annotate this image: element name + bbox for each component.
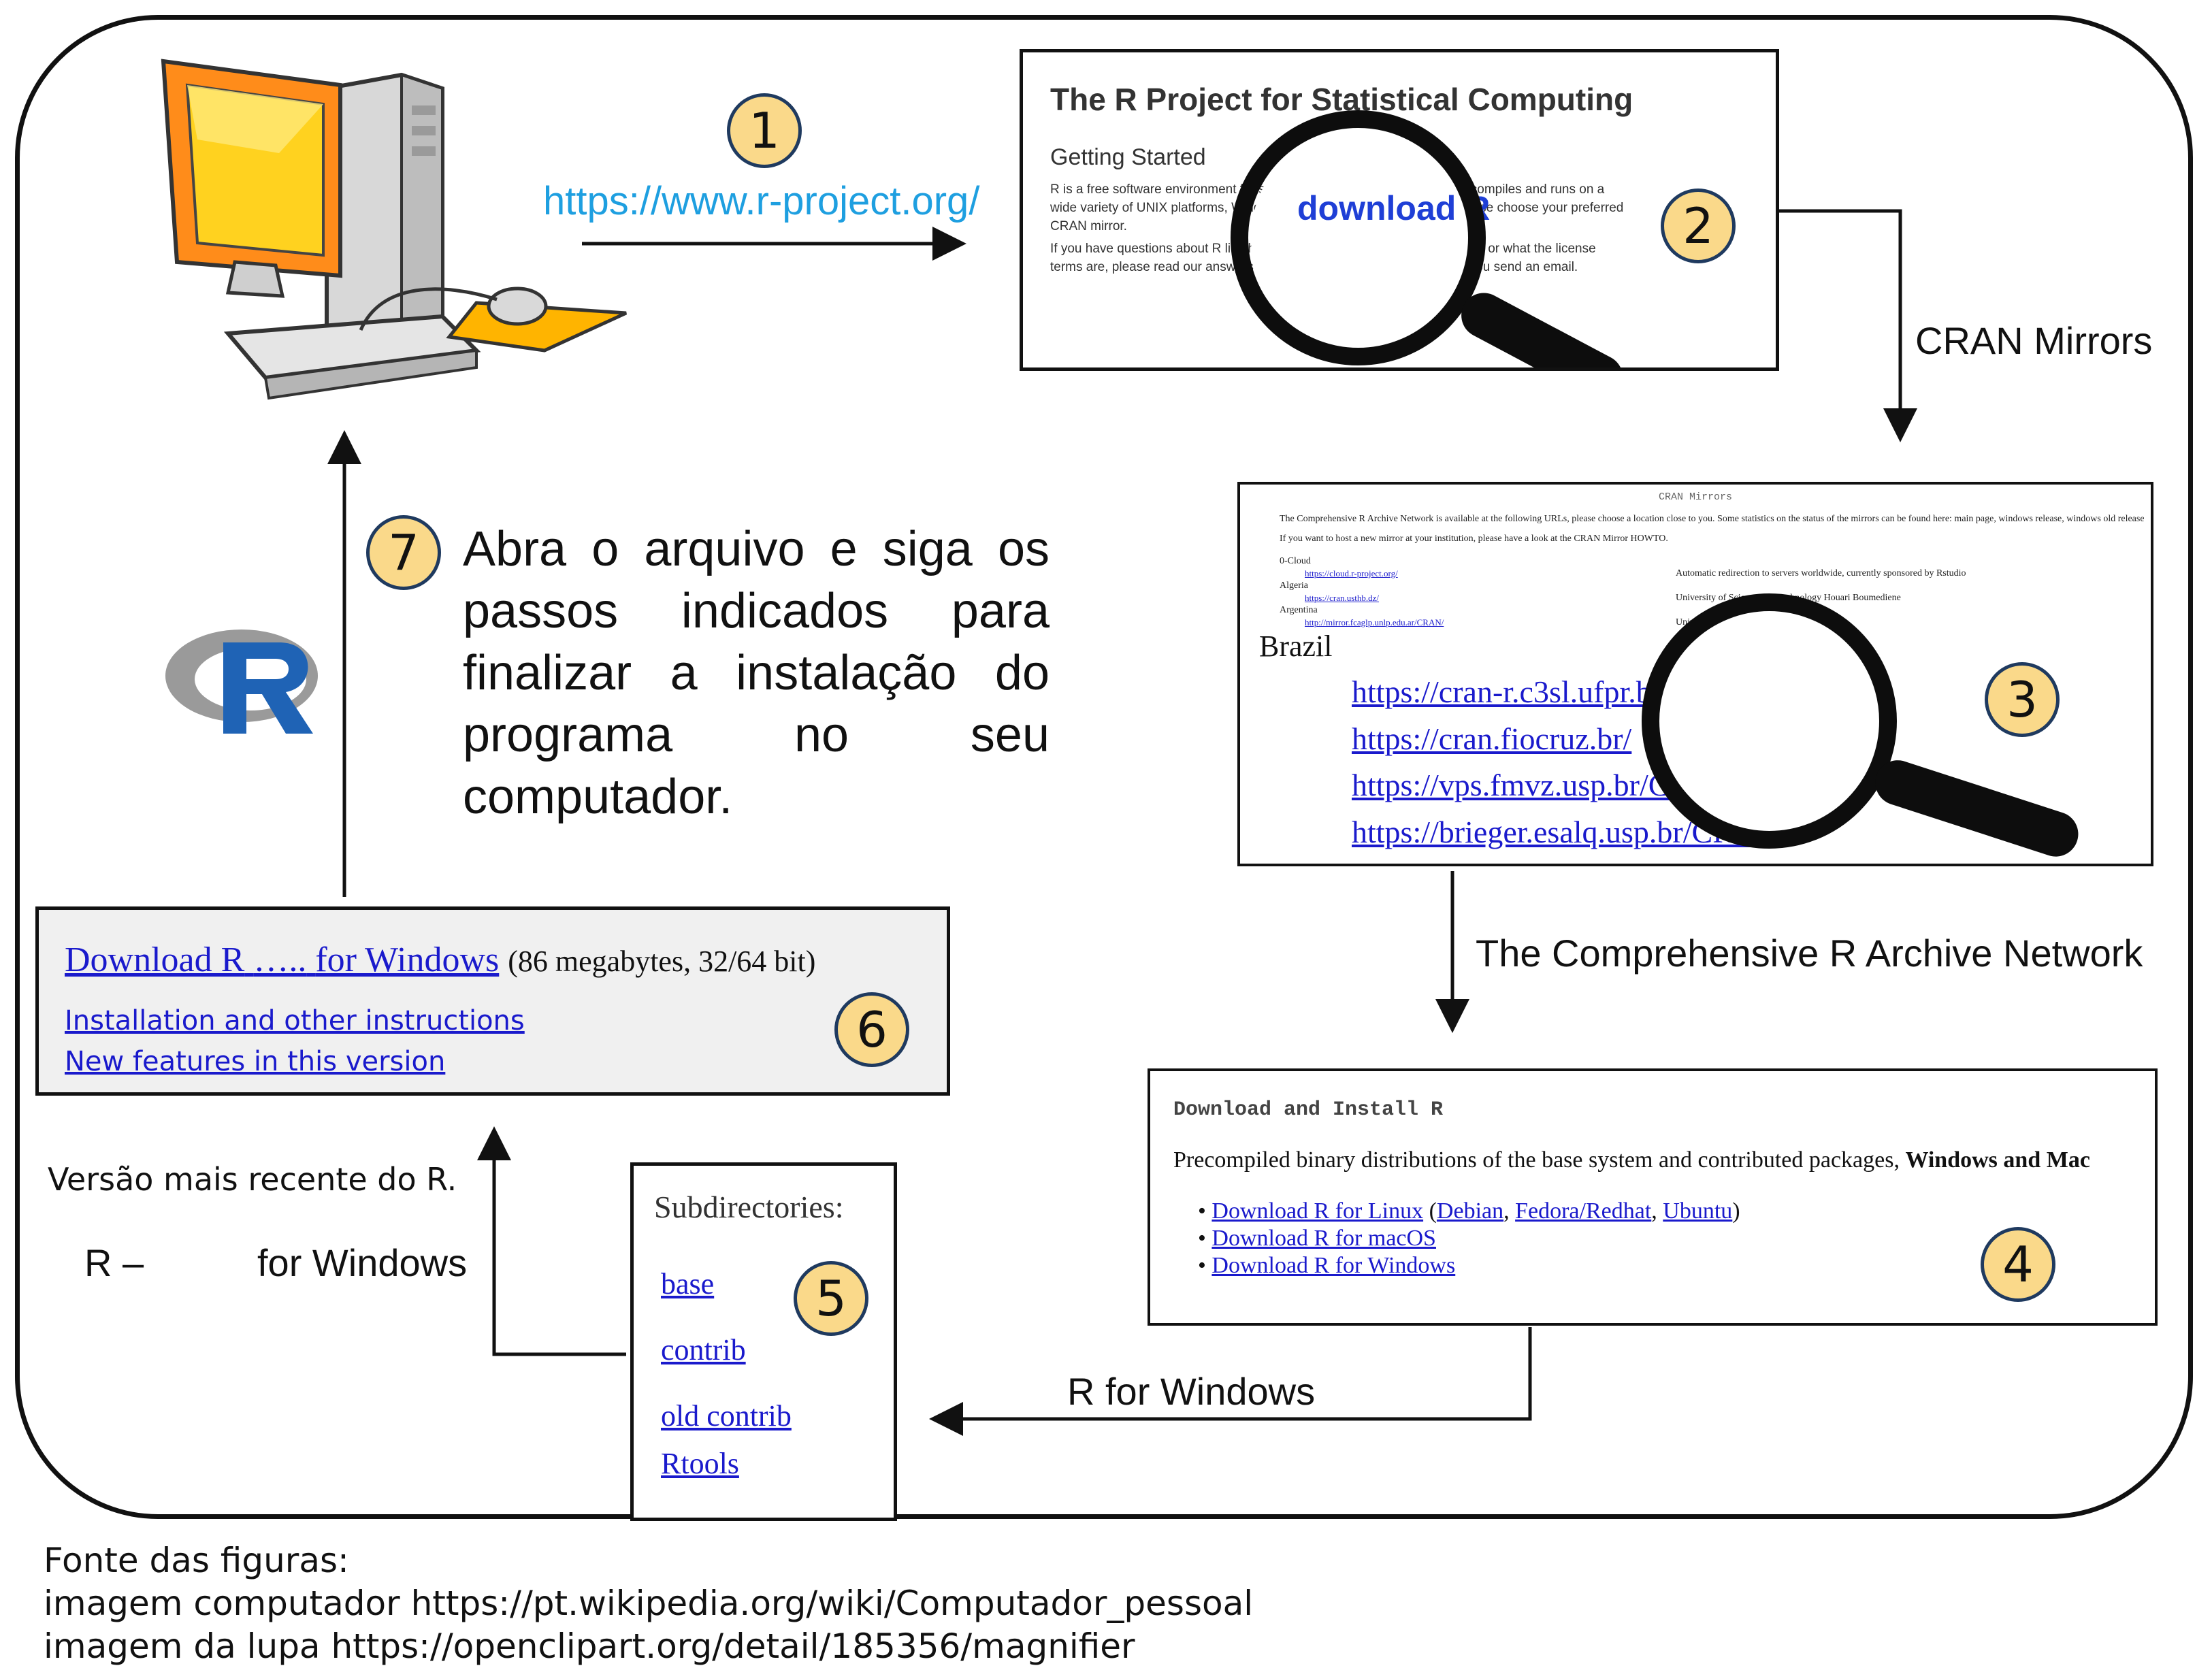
magnifier-image-source: imagem da lupa https://openclipart.org/d… (44, 1626, 1135, 1666)
ubuntu-link[interactable]: Ubuntu (1663, 1198, 1733, 1224)
download-windows-line: Download R ….. for Windows (86 megabytes… (65, 940, 815, 980)
mirror-group: Algeria (1280, 580, 1308, 591)
diagram-frame (15, 15, 2193, 1519)
precompiled-text: Precompiled binary distributions of the … (1173, 1147, 2090, 1173)
mirrors-intro: The Comprehensive R Archive Network is a… (1280, 514, 2144, 524)
contrib-link[interactable]: contrib (661, 1333, 746, 1367)
step-1-badge: 1 (727, 93, 802, 168)
fedora-link[interactable]: Fedora/Redhat (1515, 1198, 1652, 1224)
brazil-mirror-link[interactable]: https://cran.fiocruz.br/ (1352, 721, 1632, 756)
list-item: • Download R for Windows (1198, 1253, 1456, 1278)
sources-heading: Fonte das figuras: (44, 1541, 349, 1580)
cran-mirrors-label: CRAN Mirrors (1915, 319, 2153, 362)
computer-image-source: imagem computador https://pt.wikipedia.o… (44, 1584, 1254, 1623)
mirrors-header: CRAN Mirrors (1658, 491, 1733, 503)
base-link[interactable]: base (661, 1267, 715, 1301)
list-item: • Download R for macOS (1198, 1226, 1436, 1251)
download-windows-link[interactable]: Download R for Windows (1211, 1253, 1456, 1278)
mirror-group: Argentina (1280, 605, 1318, 615)
mirror-link[interactable]: https://cran.usthb.dz/ (1305, 593, 1380, 603)
download-linux-link[interactable]: Download R for Linux (1211, 1198, 1424, 1224)
r-project-url[interactable]: https://www.r-project.org/ (543, 179, 980, 223)
arrow-2-to-3 (1778, 209, 1917, 442)
magnifier-icon (1231, 110, 1486, 365)
arrow-5-to-6 (477, 1126, 626, 1356)
debian-link[interactable]: Debian (1436, 1198, 1504, 1224)
r-for-windows-label: R for Windows (1067, 1370, 1316, 1413)
r-logo-icon (165, 629, 318, 734)
list-item: • Download R for Linux (Debian, Fedora/R… (1198, 1198, 1740, 1224)
step-2-badge: 2 (1661, 189, 1736, 263)
subdirectories-screenshot: Subdirectories: base contrib old contrib… (630, 1162, 897, 1521)
r-project-homepage-screenshot: The R Project for Statistical Computing … (1020, 49, 1779, 371)
mirror-link[interactable]: http://mirror.fcaglp.unlp.edu.ar/CRAN/ (1305, 617, 1444, 627)
download-r-windows-link[interactable]: Download R ….. for Windows (65, 941, 500, 979)
download-install-heading: Download and Install R (1173, 1098, 1444, 1122)
installation-instructions-link[interactable]: Installation and other instructions (65, 1005, 525, 1036)
download-size: (86 megabytes, 32/64 bit) (508, 945, 816, 978)
subdirectories-heading: Subdirectories: (654, 1190, 844, 1224)
magnifier-icon (1642, 593, 1897, 849)
download-macos-link[interactable]: Download R for macOS (1211, 1226, 1436, 1251)
step-6-badge: 6 (834, 992, 909, 1067)
arrow-4-to-5 (929, 1327, 1532, 1436)
r-dash-label: R – (84, 1241, 144, 1284)
country-brazil: Brazil (1259, 629, 1333, 663)
magnifier-handle (1869, 754, 2085, 863)
computer-icon (161, 59, 628, 400)
mirror-group: 0-Cloud (1280, 556, 1311, 566)
new-features-link[interactable]: New features in this version (65, 1046, 446, 1077)
step-7-instructions: Abra o arquivo e siga os passos indicado… (463, 522, 1050, 824)
magnifier-handle (1453, 284, 1631, 367)
step-3-badge: 3 (1985, 662, 2060, 737)
step-4-badge: 4 (1981, 1227, 2055, 1302)
step-5-badge: 5 (794, 1261, 868, 1336)
figure-sources: Fonte das figuras: imagem computador htt… (44, 1539, 1253, 1668)
for-windows-label: for Windows (257, 1241, 468, 1284)
getting-started-heading: Getting Started (1050, 144, 1206, 170)
brazil-mirror-link[interactable]: https://cran-r.c3sl.ufpr.br/ (1352, 674, 1671, 709)
step-7-badge: 7 (366, 515, 441, 590)
mirror-description: Automatic redirection to servers worldwi… (1676, 568, 1966, 578)
mirror-link[interactable]: https://cloud.r-project.org/ (1305, 568, 1398, 578)
host-mirror-text: If you want to host a new mirror at your… (1280, 534, 1668, 544)
cran-network-label: The Comprehensive R Archive Network (1476, 932, 2143, 975)
download-links-list: • Download R for Linux (Debian, Fedora/R… (1198, 1198, 1740, 1279)
rtools-link[interactable]: Rtools (661, 1447, 739, 1480)
download-windows-screenshot: Download R ….. for Windows (86 megabytes… (35, 906, 950, 1096)
recent-version-label: Versão mais recente do R. (48, 1161, 457, 1198)
old-contrib-link[interactable]: old contrib (661, 1399, 792, 1433)
